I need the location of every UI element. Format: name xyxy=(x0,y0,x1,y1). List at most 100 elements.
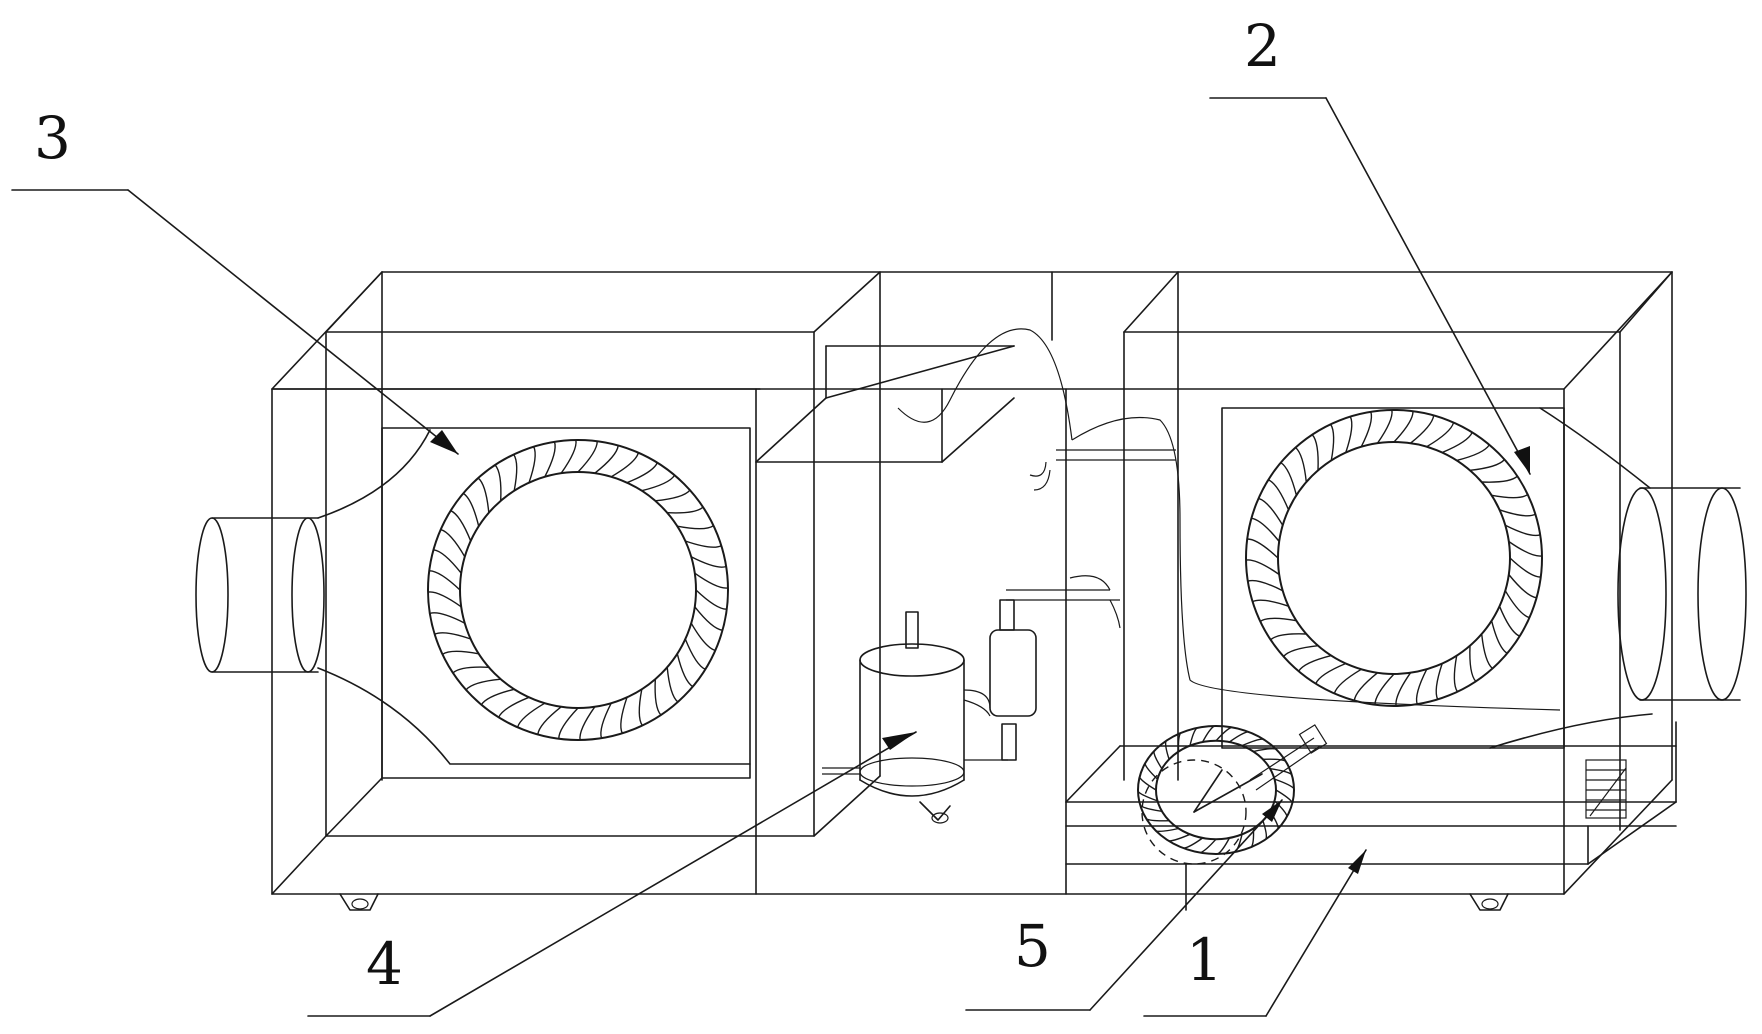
compressor-unit xyxy=(822,599,1037,824)
right-fan-wheel-blade xyxy=(1481,475,1518,483)
left-fan-wheel-blade xyxy=(654,679,662,716)
left-fan-wheel-blade xyxy=(560,439,577,474)
right-fan-wheel-blade xyxy=(1508,574,1537,599)
left-fan-wheel-blade xyxy=(429,612,466,624)
right-fan-wheel-blade xyxy=(1435,663,1443,700)
left-fan-wheel xyxy=(427,439,729,741)
left-fan-wheel-blade xyxy=(600,702,612,739)
right-fan-wheel-blade xyxy=(1245,559,1280,576)
left-fan-wheel-blade xyxy=(666,667,679,703)
small-fan-wheel-blade xyxy=(1168,833,1191,842)
left-fan-wheel-blade xyxy=(427,591,462,608)
right-fan-wheel-blade xyxy=(1353,672,1378,701)
small-fan-wheel-blade xyxy=(1177,732,1182,752)
right-fan-wheel-blade xyxy=(1469,645,1477,682)
small-fan-wheel-blade xyxy=(1228,731,1249,743)
right-fan-wheel-blade xyxy=(1295,446,1307,483)
left-fan-wheel-blade xyxy=(498,696,530,718)
small-fan-wheel-blade xyxy=(1262,820,1268,840)
left-fan-wheel-blade xyxy=(465,678,501,691)
reference-numbers: 3 2 4 5 1 xyxy=(34,12,1281,998)
leader-lines xyxy=(11,97,1531,1017)
right-fan-wheel-blade xyxy=(1280,462,1298,496)
right-fan-wheel-inner-ring xyxy=(1277,441,1511,675)
label-1: 1 xyxy=(1186,926,1223,994)
small-fan-assembly xyxy=(1141,724,1328,895)
left-fan-wheel-blade xyxy=(442,650,479,655)
left-fan-wheel-blade xyxy=(577,441,598,473)
left-fan-wheel-blade xyxy=(440,528,466,558)
left-fan-wheel-blade xyxy=(452,666,489,674)
small-fan-wheel-blade xyxy=(1269,768,1293,775)
small-fan-wheel-blade xyxy=(1217,837,1231,855)
left-fan-wheel-blade xyxy=(667,506,704,514)
left-fan-wheel-blade xyxy=(690,622,716,652)
left-fan-wheel-blade xyxy=(610,452,640,478)
left-fan-wheel-blade xyxy=(544,441,556,478)
left-fan-wheel-blade xyxy=(579,706,596,741)
small-fan-wheel-blade xyxy=(1153,751,1163,770)
right-fan-wheel-blade xyxy=(1504,590,1530,619)
right-fan-wheel-blade xyxy=(1374,673,1395,705)
left-fan-wheel-blade xyxy=(480,688,515,706)
right-fan-wheel-blade xyxy=(1393,411,1414,443)
right-fan-wheel-blade xyxy=(1498,605,1520,637)
right-fan-wheel-blade xyxy=(1282,645,1319,657)
right-fan-wheel xyxy=(1245,409,1543,707)
right-fan-wheel-blade xyxy=(1247,579,1284,592)
left-chamber xyxy=(271,271,881,895)
small-fan-wheel-blade xyxy=(1138,776,1157,791)
left-fan-wheel-blade xyxy=(528,446,536,483)
left-fan-wheel-blade xyxy=(638,689,643,726)
right-fan-wheel-blade xyxy=(1376,409,1393,444)
right-fan-wheel-blade xyxy=(1258,497,1284,526)
right-fan-wheel-blade xyxy=(1481,633,1493,670)
left-fan-wheel-blade xyxy=(690,556,727,568)
small-fan-wheel-blade xyxy=(1183,837,1204,849)
left-fan-wheel-blade xyxy=(450,510,472,542)
small-fan-wheel-blade xyxy=(1139,805,1163,812)
right-fan-wheel-blade xyxy=(1395,672,1412,707)
left-fan-wheel-blade xyxy=(462,492,480,527)
left-fan-wheel-blade xyxy=(516,702,546,728)
small-fan-wheel-outer-ring xyxy=(1137,725,1295,855)
left-fan-wheel-blade xyxy=(626,462,658,484)
right-fan-wheel-outer-ring xyxy=(1245,409,1543,707)
right-fan-wheel-blade xyxy=(1410,415,1435,444)
left-fan-wheel-blade xyxy=(433,549,462,574)
left-fan-wheel-blade xyxy=(429,570,461,591)
right-fan-wheel-blade xyxy=(1252,599,1289,607)
small-fan-wheel-blade xyxy=(1144,763,1158,780)
fan-group xyxy=(427,409,1543,855)
left-fan-wheel-blade xyxy=(594,445,619,474)
left-fan-wheel-outer-ring xyxy=(427,439,729,741)
housing xyxy=(271,271,1673,895)
small-fan-wheel-blade xyxy=(1275,789,1294,804)
small-fan-wheel xyxy=(1137,725,1295,855)
small-fan-wheel-blade xyxy=(1274,778,1295,790)
left-fan-wheel-blade xyxy=(694,572,729,589)
right-fan-wheel-blade xyxy=(1415,668,1428,705)
small-fan-wheel-blade xyxy=(1189,727,1198,746)
small-fan-wheel-blade xyxy=(1137,790,1158,802)
left-fan-wheel-blade xyxy=(695,589,727,610)
left-fan-wheel-blade xyxy=(684,638,706,670)
small-fan-wheel-blade xyxy=(1146,818,1170,822)
right-fan-wheel-blade xyxy=(1453,655,1459,693)
right-fan-wheel-blade xyxy=(1491,493,1529,499)
right-fan-wheel-blade xyxy=(1508,540,1543,557)
left-fan-wheel-blade xyxy=(620,697,628,734)
right-chamber xyxy=(1123,271,1673,831)
right-fan-wheel-blade xyxy=(1270,633,1307,641)
left-fan-wheel-inner-ring xyxy=(459,471,697,709)
small-fan-wheel-blade xyxy=(1241,738,1264,747)
right-fan-wheel-blade xyxy=(1469,459,1506,471)
left-fan-wheel-blade xyxy=(655,489,691,502)
right-fan-wheel-blade xyxy=(1490,620,1508,654)
right-fan-wheel-blade xyxy=(1298,654,1332,672)
right-fan-wheel-blade xyxy=(1259,617,1297,623)
left-fan-wheel-blade xyxy=(494,464,502,501)
label-3: 3 xyxy=(34,104,71,172)
right-fan-wheel-blade xyxy=(1456,444,1490,462)
